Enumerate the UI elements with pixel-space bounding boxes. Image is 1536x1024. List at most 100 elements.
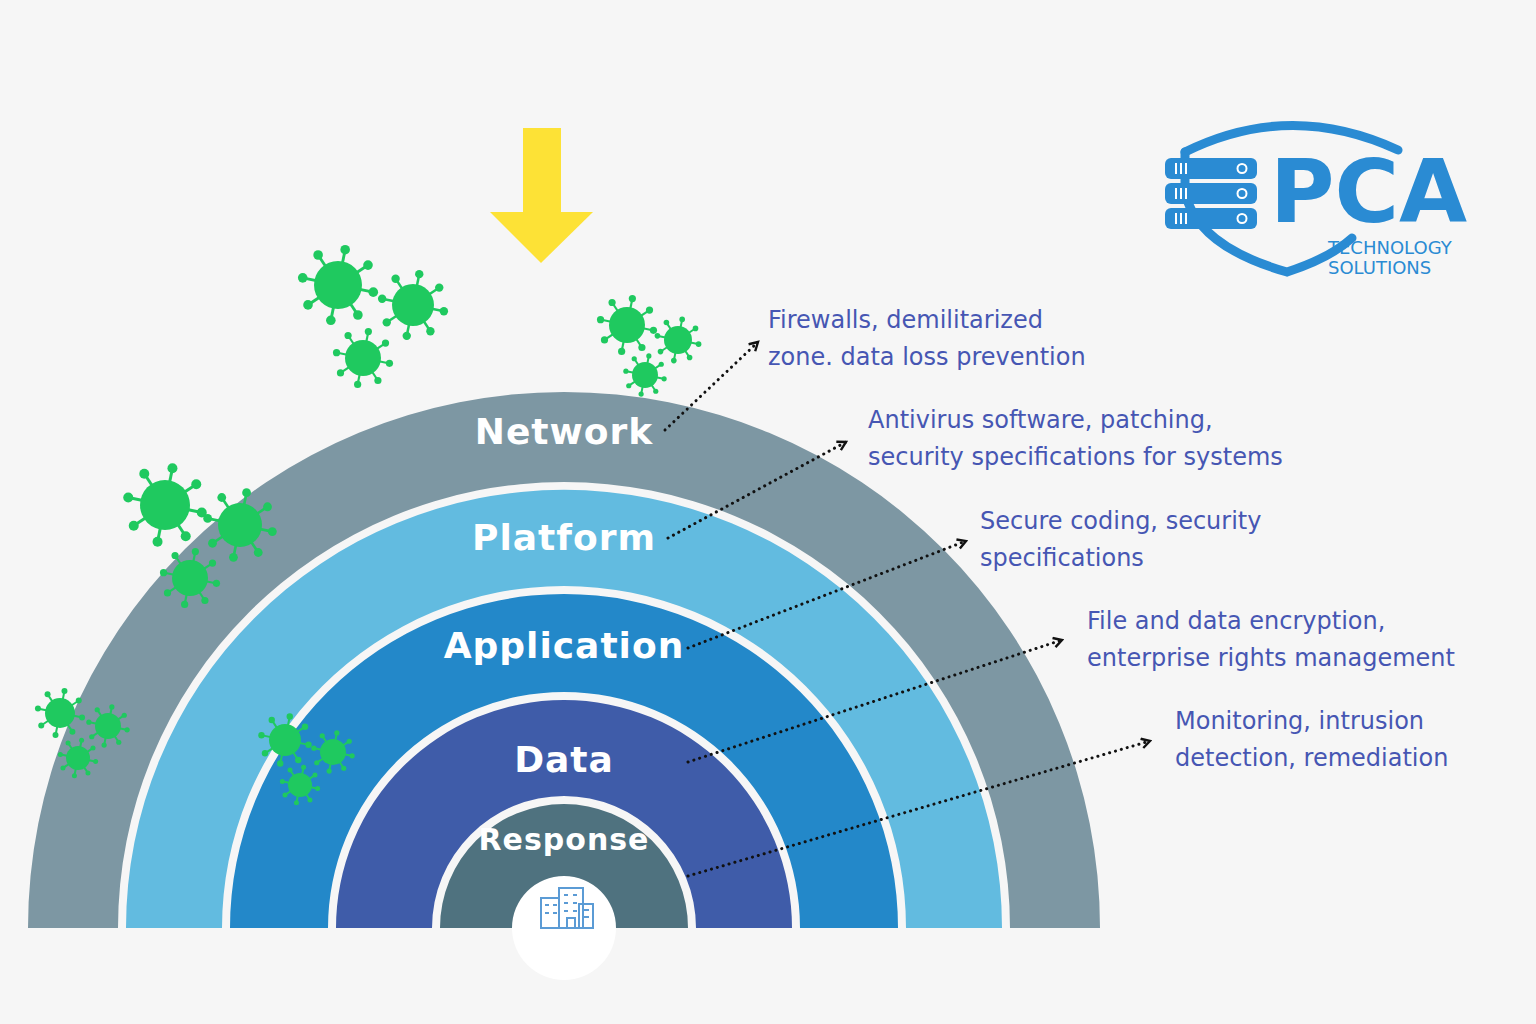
- virus-spike: [272, 721, 285, 740]
- arrow-head: [490, 212, 593, 263]
- virus-spike: [661, 340, 678, 351]
- server-unit: [1165, 158, 1257, 179]
- leader-line: [688, 640, 1062, 762]
- leader-line: [665, 342, 758, 430]
- virus-spike: [78, 741, 81, 758]
- virus-spike-tip: [269, 717, 275, 723]
- virus-spike: [388, 305, 413, 322]
- virus-icon: [597, 295, 657, 355]
- virus-spike-tip: [671, 358, 677, 364]
- virus-spike: [285, 740, 308, 745]
- arrow-shaft: [523, 128, 561, 214]
- core-asset: [512, 876, 616, 980]
- virus-spike-tip: [287, 713, 293, 719]
- virus-spike: [323, 736, 333, 752]
- building-icon: [541, 888, 593, 928]
- virus-spike-tip: [382, 339, 389, 346]
- virus-body: [140, 480, 190, 530]
- virus-spike: [90, 722, 108, 726]
- virus-spike: [108, 726, 118, 742]
- virus-spike: [413, 288, 438, 305]
- virus-spike-tip: [89, 734, 94, 739]
- virus-spike-tip: [440, 307, 448, 315]
- virus-spike-tip: [333, 349, 340, 356]
- virus-spike: [678, 340, 698, 344]
- virus-spike: [61, 755, 78, 758]
- virus-spike-tip: [164, 589, 171, 596]
- virus-spike: [42, 713, 60, 725]
- virus-spike: [645, 375, 655, 391]
- band-arc: [336, 700, 792, 928]
- leader-line: [668, 442, 846, 538]
- virus-spike: [190, 578, 204, 600]
- virus-icon: [123, 463, 207, 547]
- virus-spike-tip: [197, 507, 207, 517]
- virus-spike-tip: [646, 306, 653, 313]
- virus-spike-tip: [213, 580, 220, 587]
- server-slots: [1176, 163, 1186, 224]
- virus-spike-tip: [302, 724, 308, 730]
- virus-icon: [280, 765, 320, 805]
- virus-icon: [311, 730, 354, 773]
- virus-spike-tip: [38, 722, 44, 728]
- leader-line: [688, 541, 966, 648]
- building-windows: [545, 895, 589, 917]
- virus-spike: [674, 340, 678, 360]
- virus-spike: [75, 758, 78, 775]
- virus-spike-tip: [53, 732, 59, 738]
- virus-spike-tip: [365, 328, 372, 335]
- virus-spike: [300, 785, 310, 800]
- band-arc: [440, 804, 688, 928]
- virus-spike: [158, 505, 165, 541]
- virus-spike-tip: [618, 348, 625, 355]
- virus-spike-tip: [378, 295, 386, 303]
- virus-spike: [285, 727, 304, 740]
- virus-spike-tip: [415, 270, 423, 278]
- virus-spike-tip: [69, 729, 75, 735]
- virus-spike: [645, 375, 663, 379]
- virus-spike-tip: [123, 493, 133, 503]
- virus-spike: [56, 713, 60, 734]
- virus-spike: [165, 505, 185, 535]
- virus-spike-tip: [374, 377, 381, 384]
- virus-spike: [338, 266, 367, 285]
- virus-spike: [60, 713, 81, 717]
- virus-spike: [641, 375, 645, 393]
- virus-body: [66, 746, 90, 770]
- virus-spike: [300, 775, 315, 785]
- virus-spike: [285, 717, 290, 740]
- virus-spike-tip: [86, 720, 91, 725]
- virus-spike: [622, 325, 627, 351]
- virus-spike-tip: [664, 320, 670, 326]
- virus-spike: [285, 740, 298, 759]
- virus-spike: [645, 365, 661, 375]
- virus-spike: [98, 710, 108, 726]
- virus-spike-tip: [435, 283, 443, 291]
- virus-spike-tip: [45, 691, 51, 697]
- virus-spike-tip: [344, 332, 351, 339]
- virus-icon: [378, 270, 448, 340]
- virus-body: [172, 560, 208, 596]
- virus-spike-tip: [66, 740, 71, 745]
- virus-spike-tip: [314, 760, 319, 765]
- band-arc: [230, 594, 898, 928]
- virus-spike: [413, 275, 419, 305]
- virus-spike-tip: [181, 601, 188, 608]
- virus-spike: [290, 770, 300, 785]
- layer-description: File and data encryption, enterprise rig…: [1087, 603, 1487, 677]
- virus-spike-tip: [229, 553, 238, 562]
- virus-spike: [667, 323, 678, 340]
- virus-spike: [209, 519, 240, 525]
- virus-spike-tip: [217, 493, 226, 502]
- virus-spike-tip: [368, 287, 378, 297]
- server-unit: [1165, 208, 1257, 229]
- virus-spike-tip: [203, 514, 212, 523]
- virus-spike: [190, 564, 212, 578]
- virus-spike-tip: [307, 798, 312, 803]
- virus-spike-tip: [209, 559, 216, 566]
- virus-spike-tip: [35, 706, 41, 712]
- virus-body: [45, 698, 75, 728]
- virus-spike: [349, 336, 363, 358]
- virus-spike: [413, 305, 443, 311]
- virus-spike: [145, 475, 165, 505]
